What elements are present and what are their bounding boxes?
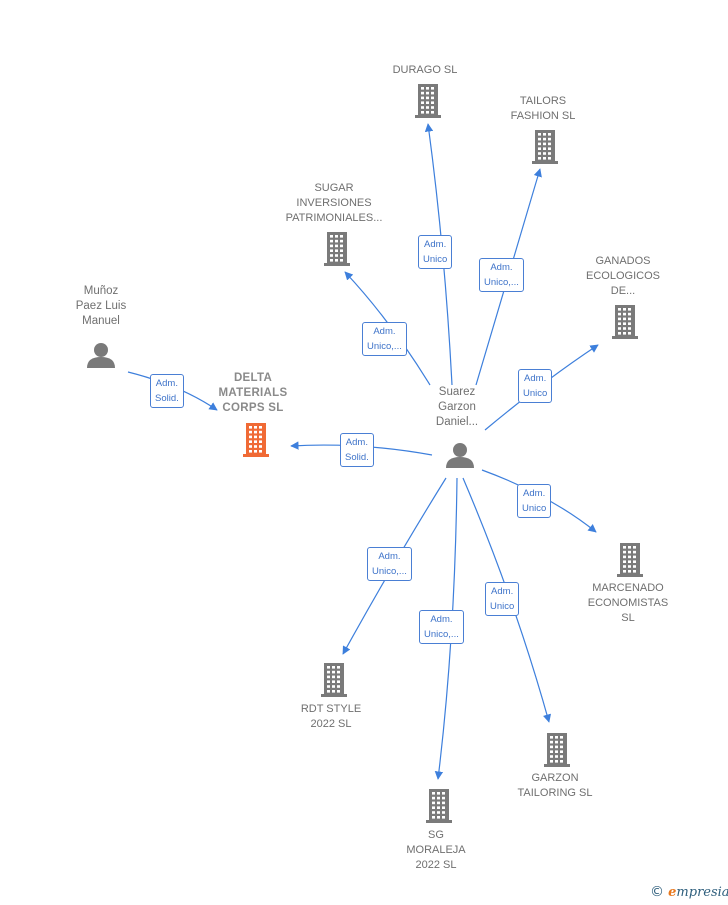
person-icon[interactable]: [87, 343, 115, 368]
node-label-ganados[interactable]: GANADOS ECOLOGICOS DE...: [586, 255, 660, 297]
node-label-garzon[interactable]: GARZON TAILORING SL: [517, 772, 593, 799]
building-icon[interactable]: [324, 232, 350, 266]
brand-name: mpresia: [676, 885, 728, 900]
person-icon[interactable]: [446, 443, 474, 468]
building-icon[interactable]: [426, 789, 452, 823]
edge-label-garzon: Adm. Unico: [485, 582, 520, 616]
edge-label-tailors: Adm. Unico,...: [479, 258, 524, 292]
node-label-marcenado[interactable]: MARCENADO ECONOMISTAS SL: [587, 582, 669, 624]
node-label-tailors[interactable]: TAILORS FASHION SL: [510, 95, 576, 122]
building-icon[interactable]: [415, 84, 441, 118]
edge-label-rdt: Adm. Unico,...: [367, 547, 412, 581]
edge-label-marcenado: Adm. Unico: [517, 484, 552, 518]
brand-footer[interactable]: © empresia: [650, 884, 728, 900]
node-label-rdt[interactable]: RDT STYLE 2022 SL: [300, 703, 362, 730]
building-icon[interactable]: [617, 543, 643, 577]
node-label-delta[interactable]: DELTA MATERIALS CORPS SL: [218, 372, 288, 414]
edge-label-sugar: Adm. Unico,...: [362, 322, 407, 356]
node-label-suarez[interactable]: Suarez Garzon Daniel...: [435, 386, 479, 428]
edge-label-sg: Adm. Unico,...: [419, 610, 464, 644]
building-icon[interactable]: [544, 733, 570, 767]
brand-initial: e: [668, 885, 677, 900]
node-label-sg[interactable]: SG MORALEJA 2022 SL: [406, 829, 466, 871]
building-icon[interactable]: [612, 305, 638, 339]
node-label-durago[interactable]: DURAGO SL: [392, 64, 458, 76]
edge-label-ganados: Adm. Unico: [518, 369, 553, 403]
edge-label-munoz: Adm. Solid.: [150, 374, 184, 408]
edge-label-durago: Adm. Unico: [418, 235, 453, 269]
node-label-sugar[interactable]: SUGAR INVERSIONES PATRIMONIALES...: [285, 182, 383, 224]
node-label-munoz[interactable]: Muñoz Paez Luis Manuel: [75, 285, 127, 327]
building-icon[interactable]: [243, 423, 269, 457]
copyright-icon: ©: [650, 884, 664, 900]
building-icon[interactable]: [321, 663, 347, 697]
edge-label-delta: Adm. Solid.: [340, 433, 374, 467]
building-icon[interactable]: [532, 130, 558, 164]
